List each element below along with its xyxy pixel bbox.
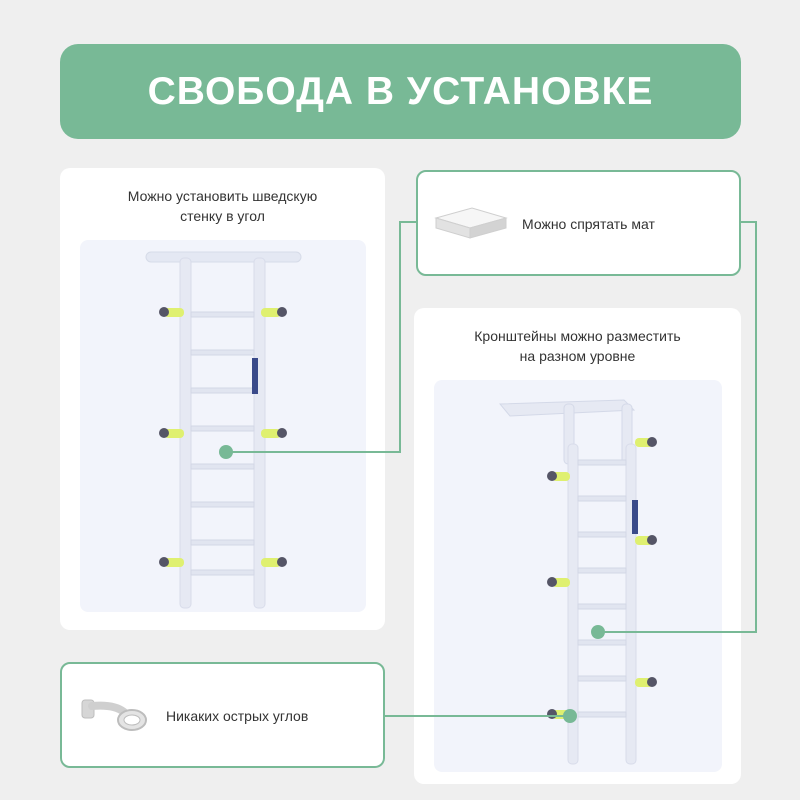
- no-sharp-corners-card: Никаких острых углов: [60, 662, 385, 768]
- corner-install-caption: Можно установить шведскую стенку в угол: [60, 186, 385, 226]
- brackets-caption: Кронштейны можно разместить на разном ур…: [414, 326, 741, 366]
- mat-icon: [434, 207, 508, 239]
- wall-bars-levels-photo: [434, 380, 722, 772]
- caption-line-2: на разном уровне: [519, 348, 636, 364]
- hide-mat-card: Можно спрятать мат: [416, 170, 741, 276]
- bracket-icon: [81, 699, 147, 731]
- corner-install-card: Можно установить шведскую стенку в угол: [60, 168, 385, 630]
- banner-title: СВОБОДА В УСТАНОВКЕ: [147, 69, 654, 113]
- no-sharp-corners-label: Никаких острых углов: [166, 708, 309, 724]
- caption-line-2: стенку в угол: [180, 208, 265, 224]
- brackets-card: Кронштейны можно разместить на разном ур…: [414, 308, 741, 784]
- wall-bars-corner-photo: [80, 240, 366, 612]
- caption-line-1: Кронштейны можно разместить: [474, 328, 681, 344]
- title-banner: СВОБОДА В УСТАНОВКЕ: [60, 44, 741, 139]
- caption-line-1: Можно установить шведскую: [127, 188, 318, 204]
- hide-mat-label: Можно спрятать мат: [522, 216, 655, 232]
